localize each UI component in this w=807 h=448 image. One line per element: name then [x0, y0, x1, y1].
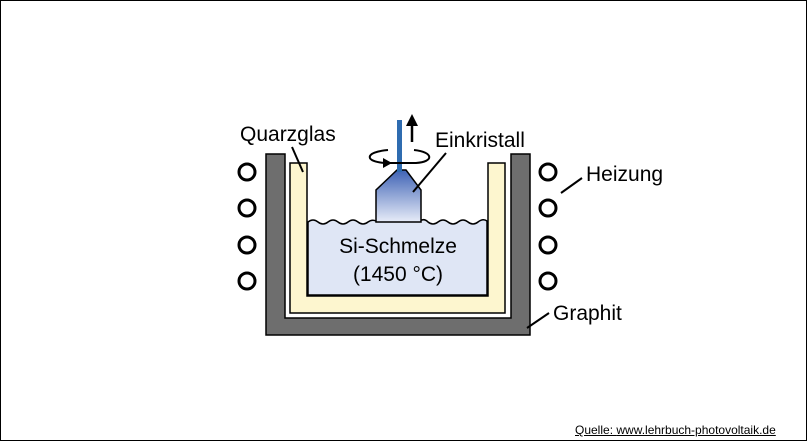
graphit-leader: [526, 312, 550, 329]
rotation-arrowhead: [383, 158, 392, 168]
heater-coil: [538, 162, 558, 182]
heater-coil: [538, 271, 558, 291]
pulling-rod: [397, 120, 402, 172]
heater-coil: [538, 235, 558, 255]
source-link[interactable]: www.lehrbuch-photovoltaik.de: [616, 423, 776, 437]
einkristall-leader: [412, 152, 447, 193]
label-heizung: Heizung: [586, 163, 664, 186]
melt-label-line1: Si-Schmelze: [339, 235, 457, 258]
graphite-crucible: [265, 153, 531, 336]
label-quarzglas: Quarzglas: [240, 123, 336, 146]
rotation-arrow: [368, 149, 431, 164]
heater-coil: [538, 198, 558, 218]
heizung-leader: [560, 177, 583, 194]
quartz-crucible: [289, 162, 506, 314]
heater-coil: [237, 198, 257, 218]
pull-arrowhead: [406, 114, 418, 126]
melt-label-line2: (1450 °C): [352, 263, 444, 286]
quarzglas-leader: [291, 146, 304, 173]
source-prefix: Quelle:: [575, 423, 617, 437]
heater-coil: [237, 162, 257, 182]
single-crystal: [375, 169, 422, 223]
label-graphit: Graphit: [553, 302, 622, 325]
heater-coil: [237, 271, 257, 291]
source-credit[interactable]: Quelle: www.lehrbuch-photovoltaik.de: [575, 424, 776, 436]
heater-coils-right: [538, 162, 558, 291]
heater-coils-left: [237, 162, 257, 291]
heater-coil: [237, 235, 257, 255]
label-einkristall: Einkristall: [435, 129, 525, 152]
melt-label: Si-Schmelze (1450 °C): [305, 233, 491, 289]
